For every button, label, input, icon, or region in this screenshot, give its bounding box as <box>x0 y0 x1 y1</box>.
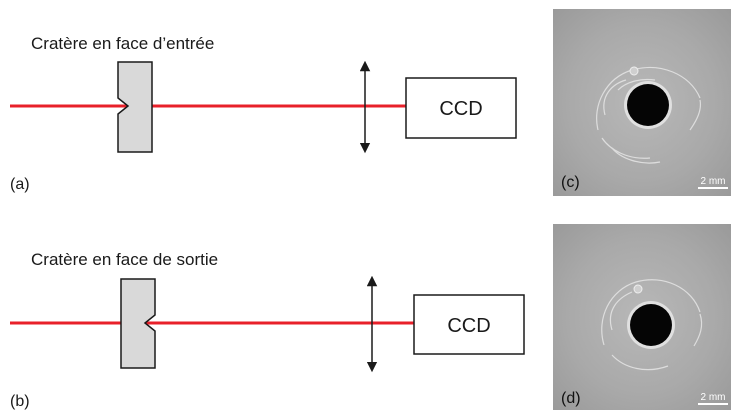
ccd-label-a: CCD <box>439 98 482 120</box>
setup-a: Cratère en face d’entrée CCD (a) <box>10 34 517 193</box>
ccd-box-a <box>405 77 517 139</box>
photo-c-label: (c) <box>561 174 580 191</box>
photo-c-scale-text: 2 mm <box>701 176 726 187</box>
photo-d-label: (d) <box>561 390 581 407</box>
photo-d-damage-traces <box>601 279 703 371</box>
ccd-label-b: CCD <box>447 315 490 337</box>
sample-b <box>120 278 156 369</box>
setup-b-label: (b) <box>10 393 30 410</box>
ccd-box-b <box>413 294 525 355</box>
photo-c: (c) 2 mm <box>553 9 731 196</box>
photo-c-small-particle <box>629 66 639 76</box>
photo-d-crater-hole <box>630 304 672 346</box>
photo-d-small-particle <box>633 284 643 294</box>
setup-b-caption: Cratère en face de sortie <box>31 250 218 269</box>
sample-a <box>117 61 153 153</box>
photo-d: (d) 2 mm <box>553 224 731 410</box>
photo-d-scale-text: 2 mm <box>701 392 726 403</box>
setup-a-caption: Cratère en face d’entrée <box>31 34 214 53</box>
setup-b: Cratère en face de sortie CCD (b) <box>10 250 525 410</box>
photo-c-crater-hole <box>627 84 669 126</box>
setup-a-label: (a) <box>10 176 30 193</box>
